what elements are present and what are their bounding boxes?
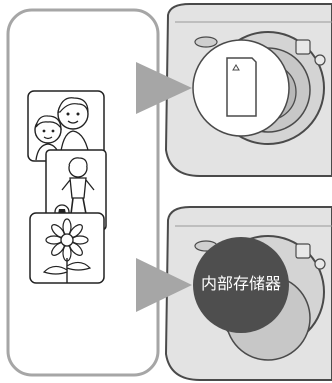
internal-memory-badge [193, 237, 289, 333]
memory-card-icon [192, 39, 290, 137]
arrow-to-memory-icon [136, 258, 192, 312]
sunflower-icon [29, 212, 105, 284]
arrow-to-card-icon [136, 62, 192, 114]
internal-memory-label: 内部存储器 [200, 274, 281, 293]
child-soccer-icon [45, 149, 107, 231]
